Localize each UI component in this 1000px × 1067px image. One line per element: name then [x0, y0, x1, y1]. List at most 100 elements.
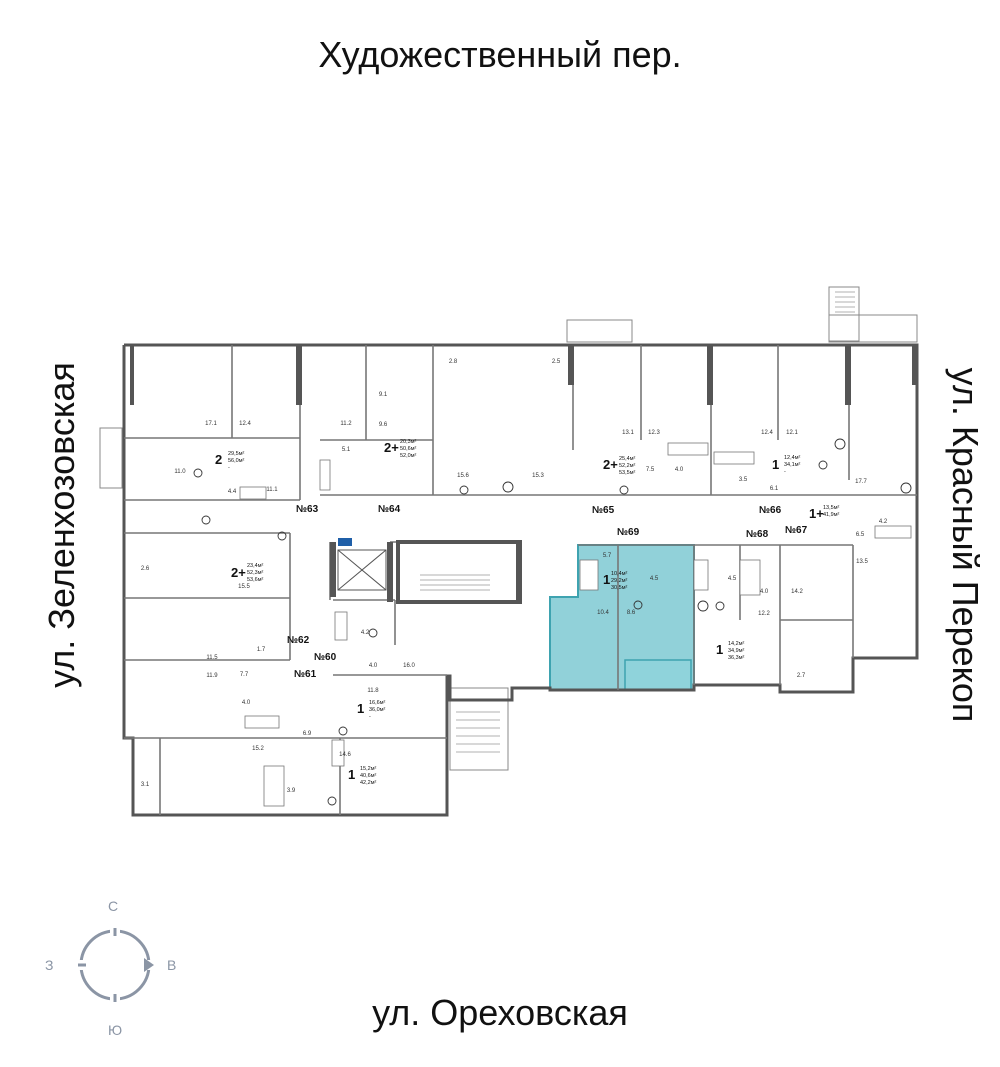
room-area: 5.7	[603, 553, 612, 559]
svg-text:13,5м²: 13,5м²	[823, 505, 839, 511]
room-area: 15.2	[252, 746, 264, 752]
room-area: 8.6	[627, 610, 636, 616]
room-area: 9.1	[379, 392, 388, 398]
svg-text:16,6м²: 16,6м²	[369, 700, 385, 706]
room-area: 12.3	[648, 430, 660, 436]
svg-text:14,2м²: 14,2м²	[728, 641, 744, 647]
room-area: 3.5	[739, 477, 748, 483]
room-area: 4.0	[242, 700, 251, 706]
compass-west: З	[45, 957, 54, 973]
unit-badge: 1 12,4м² 34,1м² -	[772, 455, 800, 475]
apartment-number: №65	[592, 505, 615, 516]
apartment-number: №63	[296, 504, 319, 515]
unit-badge: 2+ 20,3м² 50,6м² 52,0м²	[384, 439, 416, 459]
unit-badge: 1 14,2м² 34,9м² 36,3м²	[716, 641, 744, 661]
room-area: 12.4	[239, 421, 251, 427]
room-area: 9.6	[379, 422, 388, 428]
room-area: 1.7	[257, 647, 266, 653]
room-area: 11.1	[266, 487, 278, 493]
svg-text:1: 1	[716, 642, 723, 657]
room-area: 13.5	[856, 559, 868, 565]
svg-text:52,0м²: 52,0м²	[400, 453, 416, 459]
svg-text:36,3м²: 36,3м²	[728, 655, 744, 661]
svg-text:-: -	[784, 469, 786, 475]
unit-badge: 2 29,5м² 56,0м² -	[215, 451, 244, 471]
svg-text:1+: 1+	[809, 506, 824, 521]
room-area: 4.0	[675, 467, 684, 473]
svg-text:34,1м²: 34,1м²	[784, 462, 800, 468]
svg-text:-: -	[369, 714, 371, 720]
room-area: 3.9	[287, 788, 296, 794]
stair-bottom	[449, 687, 509, 771]
svg-text:29,5м²: 29,5м²	[228, 451, 244, 457]
room-area: 2.6	[141, 566, 150, 572]
bathroom-fixtures	[239, 442, 912, 807]
room-area: 4.5	[728, 576, 737, 582]
room-area: 6.5	[856, 532, 865, 538]
elevator-marker	[338, 538, 352, 546]
room-area: 15.6	[457, 473, 469, 479]
apartment-number: №69	[617, 527, 640, 538]
room-area: 14.2	[791, 589, 803, 595]
svg-text:40,6м²: 40,6м²	[360, 773, 376, 779]
svg-text:56,0м²: 56,0м²	[228, 458, 244, 464]
svg-text:41,9м²: 41,9м²	[823, 512, 839, 518]
room-area: 7.7	[240, 672, 249, 678]
apartment-number: №64	[378, 504, 401, 515]
room-area: 16.0	[403, 663, 415, 669]
unit-badge: 1+ 13,5м² 41,9м²	[809, 505, 839, 521]
unit-badge: 2+ 25,4м² 52,2м² 53,5м²	[603, 456, 635, 476]
room-area: 15.3	[532, 473, 544, 479]
svg-text:25,4м²: 25,4м²	[619, 456, 635, 462]
svg-text:50,6м²: 50,6м²	[400, 446, 416, 452]
street-label-bottom: ул. Ореховская	[372, 992, 628, 1033]
apartment-number: №60	[314, 652, 337, 663]
svg-text:15,2м²: 15,2м²	[360, 766, 376, 772]
svg-text:1: 1	[772, 457, 779, 472]
svg-text:2+: 2+	[384, 440, 399, 455]
svg-text:36,0м²: 36,0м²	[369, 707, 385, 713]
svg-text:42,2м²: 42,2м²	[360, 780, 376, 786]
unit-badge: 2+ 23,4м² 52,3м² 53,6м²	[231, 563, 263, 583]
svg-text:52,2м²: 52,2м²	[619, 463, 635, 469]
room-area: 4.2	[879, 519, 888, 525]
room-area: 15.5	[238, 584, 250, 590]
room-area: 4.5	[650, 576, 659, 582]
fire-escape-top	[828, 286, 860, 342]
highlighted-apartment[interactable]	[549, 544, 695, 691]
room-area: 4.4	[228, 489, 237, 495]
room-area: 7.5	[646, 467, 655, 473]
room-area: 10.4	[597, 610, 609, 616]
room-area: 17.7	[855, 479, 867, 485]
svg-text:1: 1	[603, 572, 610, 587]
apartment-number: №67	[785, 525, 808, 536]
svg-text:53,6м²: 53,6м²	[247, 577, 263, 583]
svg-text:52,3м²: 52,3м²	[247, 570, 263, 576]
svg-text:12,4м²: 12,4м²	[784, 455, 800, 461]
svg-text:20,3м²: 20,3м²	[400, 439, 416, 445]
svg-text:53,5м²: 53,5м²	[619, 470, 635, 476]
room-area: 2.7	[797, 673, 806, 679]
stair-steps	[420, 291, 855, 753]
svg-text:34,9м²: 34,9м²	[728, 648, 744, 654]
compass-east: В	[167, 957, 177, 973]
toilet-icons	[193, 438, 912, 806]
room-area: 11.9	[206, 673, 218, 679]
svg-text:2+: 2+	[603, 457, 618, 472]
room-area: 6.9	[303, 731, 312, 737]
room-area: 14.6	[339, 752, 351, 758]
stair-core	[396, 540, 522, 604]
bay-window-left	[99, 427, 123, 489]
room-area: 4.0	[760, 589, 769, 595]
unit-badge: 1 15,2м² 40,6м² 42,2м²	[348, 766, 376, 786]
apartment-number: №68	[746, 529, 769, 540]
room-area: 4.0	[369, 663, 378, 669]
room-area: 17.1	[205, 421, 217, 427]
room-area: 6.1	[770, 486, 779, 492]
room-area: 12.4	[761, 430, 773, 436]
room-area: 2.5	[552, 359, 561, 365]
room-area: 11.2	[340, 421, 352, 427]
svg-text:2: 2	[215, 452, 222, 467]
svg-text:1: 1	[348, 767, 355, 782]
